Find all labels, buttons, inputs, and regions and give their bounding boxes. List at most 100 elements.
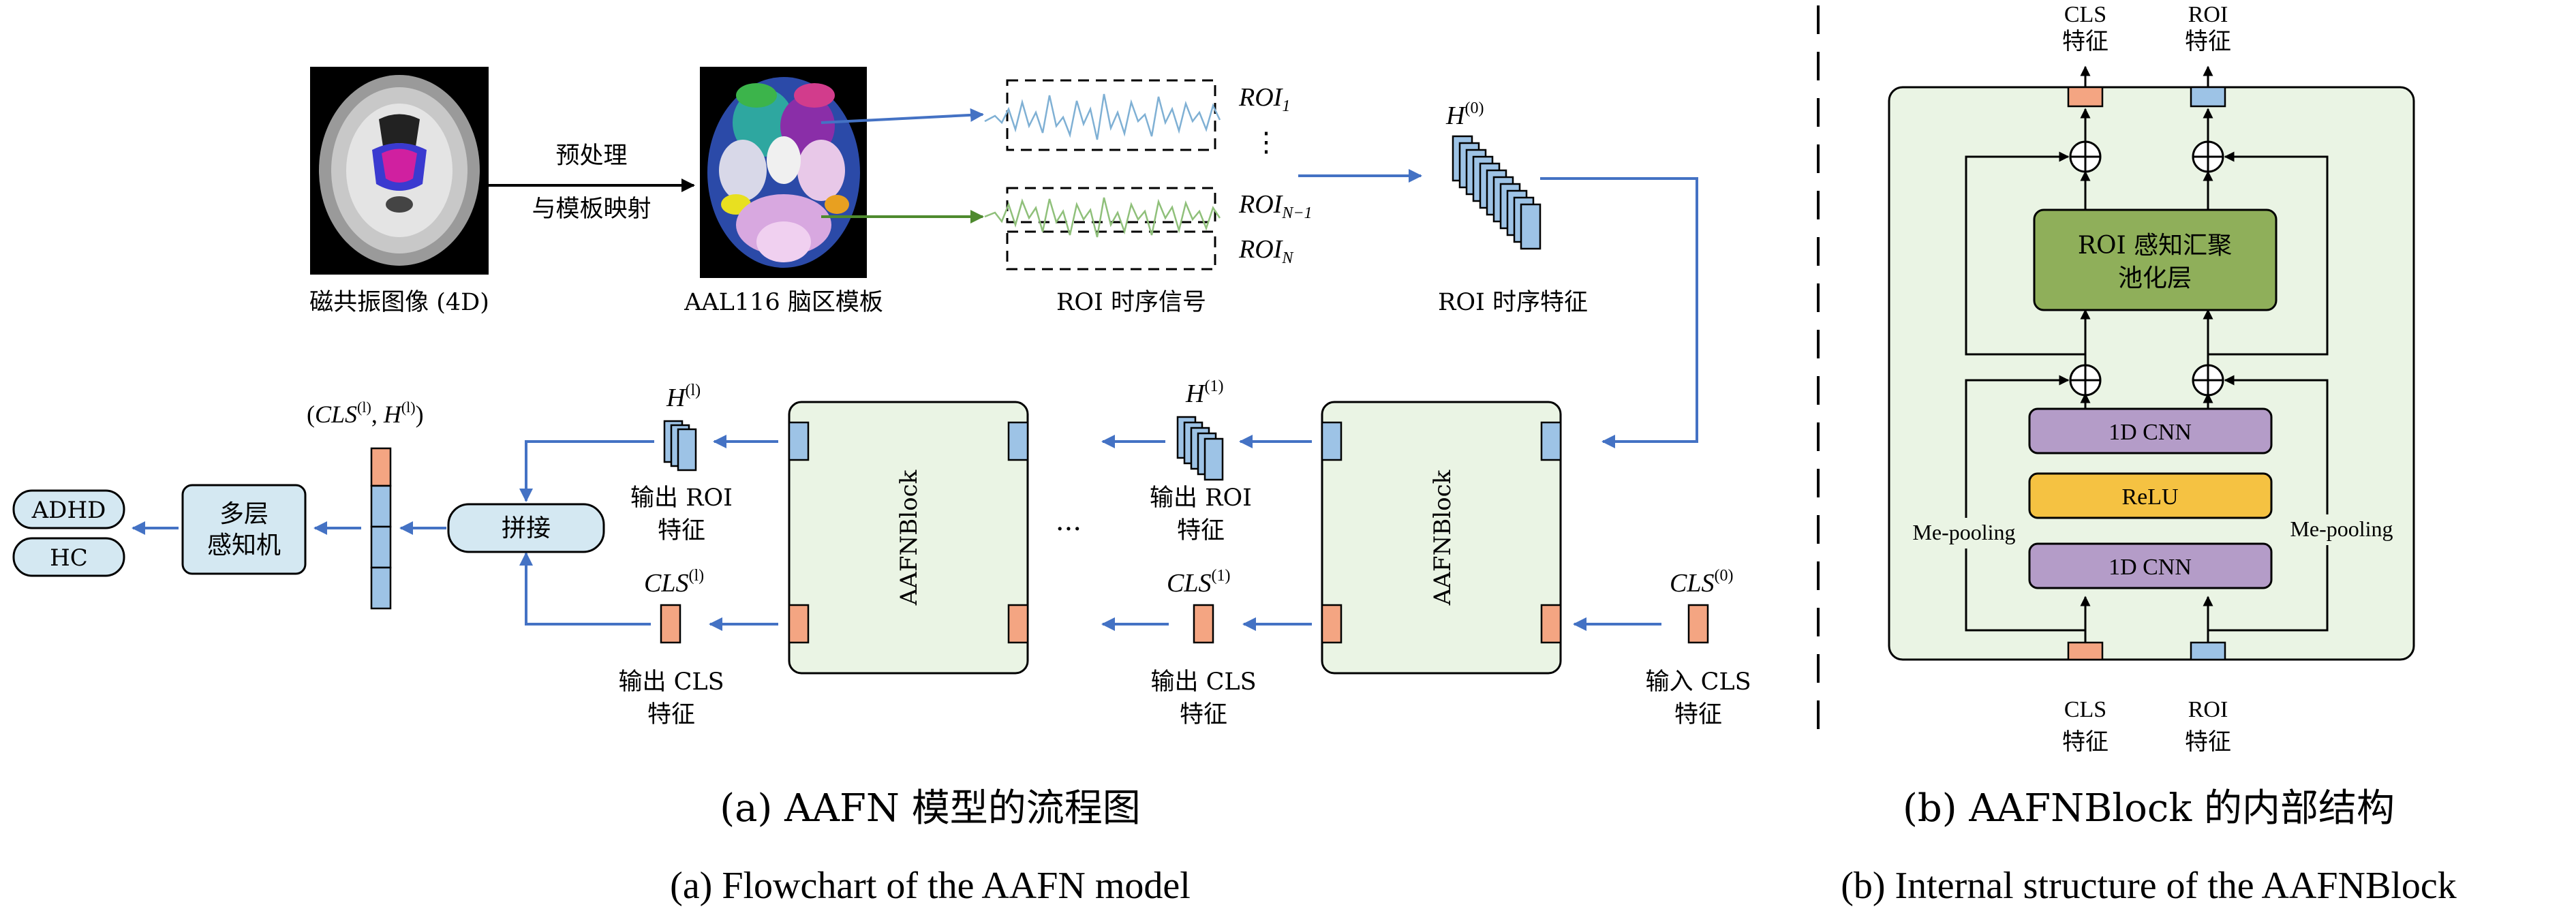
svg-text:CLS(l): CLS(l)	[644, 567, 704, 598]
caption-b-en: (b) Internal structure of the AAFNBlock	[1841, 865, 2457, 907]
roi-1-label: ROI	[1238, 83, 1284, 112]
roi-1-sub: 1	[1282, 97, 1290, 115]
block-top-roi-token	[2190, 86, 2226, 108]
svg-text:ROIN−1: ROIN−1	[1238, 190, 1313, 222]
clsl-token	[660, 604, 681, 644]
block-top-roi-label-1: ROI	[2188, 2, 2228, 27]
ellipsis: ···	[1056, 514, 1082, 545]
roi-pooling-label-2: 池化层	[2118, 264, 2192, 292]
in-cls-label-2: 特征	[1674, 701, 1722, 728]
mlp-node	[181, 484, 307, 575]
mlp-label-2: 感知机	[207, 531, 281, 559]
h1-stack	[1176, 416, 1224, 481]
concat-node	[447, 503, 605, 553]
add-node-upper-left	[2069, 140, 2102, 173]
mlp-label-1: 多层	[219, 500, 269, 528]
tuple-sep: ,	[371, 401, 384, 428]
cls1-sup: (1)	[1211, 567, 1230, 585]
caption-a-en: (a) Flowchart of the AAFN model	[670, 865, 1191, 907]
output-adhd-label: ADHD	[31, 497, 106, 524]
hl-to-concat-arrow	[519, 440, 654, 502]
tuple-cls-sup: (l)	[357, 399, 371, 416]
cls0-token	[1687, 604, 1709, 644]
out-roi-1-label-1: 输出 ROI	[1150, 484, 1252, 512]
svg-text:ROIN: ROIN	[1238, 235, 1294, 267]
block-top-roi-label-2: 特征	[2185, 28, 2231, 55]
roi-feature-label: ROI 时序特征	[1438, 289, 1588, 316]
block-top-cls-token	[2067, 86, 2104, 108]
block-bottom-roi-label-2: 特征	[2185, 728, 2231, 756]
aafn-block-left-label: AAFNBlock	[895, 469, 923, 606]
cnn-top-layer	[2028, 407, 2273, 454]
output-adhd-node	[12, 489, 125, 529]
block-bottom-cls-label-1: CLS	[2064, 697, 2106, 722]
roi-n1-label: ROI	[1238, 190, 1284, 219]
block-bottom-cls-label-2: 特征	[2062, 728, 2109, 756]
concat-label: 拼接	[502, 514, 551, 542]
hl-label: H	[666, 384, 687, 412]
roi-n-sub: N	[1281, 249, 1294, 267]
svg-text:H(l): H(l)	[666, 382, 701, 412]
h0-label: H	[1445, 102, 1467, 130]
mri-image	[310, 67, 489, 275]
relu-layer	[2028, 472, 2273, 519]
roi-pooling-label-1: ROI 感知汇聚	[2078, 232, 2232, 260]
h1-label: H	[1185, 380, 1206, 408]
me-pooling-left-label: Me-pooling	[1912, 520, 2015, 544]
hl-sup: (l)	[685, 382, 701, 399]
concat-vector	[370, 447, 392, 610]
tuple-h-sup: (l)	[401, 399, 416, 416]
tuple-h: H	[383, 401, 403, 428]
clsl-label: CLS	[644, 569, 688, 598]
roi-n-label: ROI	[1238, 235, 1284, 264]
aafn-block-right	[1321, 401, 1562, 675]
svg-text:H(1): H(1)	[1185, 377, 1223, 408]
svg-text:H(0): H(0)	[1445, 99, 1484, 130]
atlas-blue-arrow	[821, 108, 984, 124]
block-bottom-cls-token	[2067, 641, 2104, 661]
out-roi-l-label-1: 输出 ROI	[630, 484, 733, 512]
block-top-cls-label-2: 特征	[2062, 28, 2109, 55]
atlas-label: AAL116 脑区模板	[684, 289, 883, 316]
block-bottom-roi-token	[2190, 641, 2226, 661]
block-wiring	[1965, 108, 2329, 643]
in-cls-label-1: 输入 CLS	[1645, 668, 1751, 696]
out-cls-l-label-2: 特征	[647, 701, 695, 728]
mri-label: 磁共振图像 (4D)	[309, 289, 489, 316]
hl-stack	[663, 420, 697, 472]
out-roi-1-label-2: 特征	[1177, 517, 1225, 544]
me-pooling-right-label: Me-pooling	[2290, 516, 2393, 541]
roi-n1-sub: N−1	[1281, 204, 1312, 222]
cnn-top-label: 1D CNN	[2109, 420, 2192, 445]
aafn-block-left	[788, 401, 1029, 675]
cls1-token	[1193, 604, 1214, 644]
cnn-bottom-layer	[2028, 542, 2273, 589]
add-node-upper-right	[2192, 140, 2224, 173]
svg-text:ROI1: ROI1	[1238, 83, 1290, 115]
me-pooling-right-bg	[2276, 514, 2409, 545]
output-hc-node	[12, 537, 125, 577]
add-node-lower-right	[2192, 364, 2224, 397]
block-bottom-roi-label-1: ROI	[2188, 697, 2228, 722]
h1-sup: (1)	[1204, 377, 1223, 395]
preprocess-label-2: 与模板映射	[532, 196, 651, 223]
tuple-open: (	[307, 401, 315, 428]
clsl-sup: (l)	[688, 567, 704, 585]
add-node-lower-left	[2069, 364, 2102, 397]
cls0-label: CLS	[1670, 569, 1714, 598]
h0-stack	[1452, 135, 1542, 250]
aafn-block-right-label: AAFNBlock	[1429, 469, 1456, 606]
relu-label: ReLU	[2121, 484, 2178, 510]
me-pooling-left-bg	[1901, 518, 2027, 549]
cls1-label: CLS	[1167, 569, 1211, 598]
tuple-cls: CLS	[315, 401, 357, 428]
out-roi-l-label-2: 特征	[658, 517, 705, 544]
tuple-close: )	[416, 401, 424, 428]
clsl-to-concat-arrow	[519, 552, 651, 626]
roi-signal-group	[984, 79, 1221, 271]
h0-sup: (0)	[1465, 99, 1484, 117]
roi-pooling-layer	[2033, 209, 2278, 311]
preprocess-label-1: 预处理	[555, 142, 627, 170]
block-top-cls-label-1: CLS	[2064, 2, 2106, 27]
roi-dots: ⋮	[1253, 127, 1280, 158]
